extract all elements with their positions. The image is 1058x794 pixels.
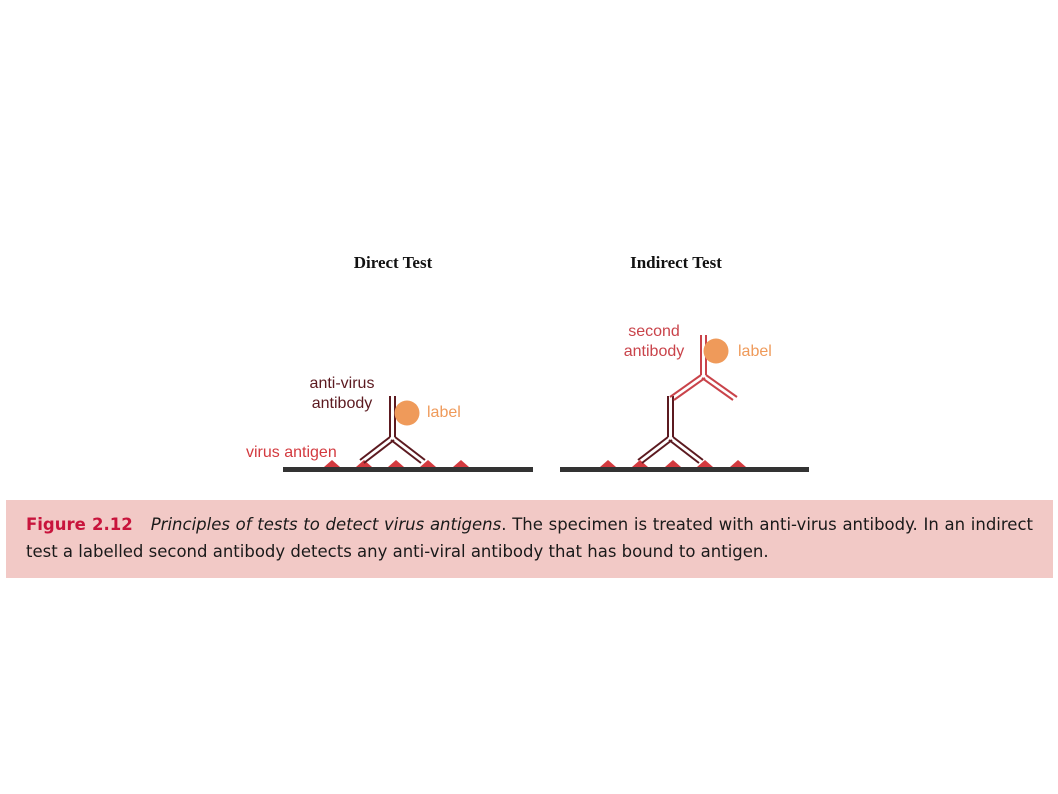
second-antibody-label-line2: antibody — [624, 343, 685, 360]
direct-test-title: Direct Test — [354, 253, 433, 272]
anti-virus-antibody-label-line2: antibody — [312, 395, 373, 412]
antigen — [453, 460, 469, 467]
direct-label-text: label — [427, 404, 461, 421]
antigen — [730, 460, 746, 467]
antigen — [388, 460, 404, 467]
figure-caption-text: . The specimen is treated with anti-viru… — [26, 515, 1033, 561]
antigen — [420, 460, 436, 467]
figure-number: Figure 2.12 — [26, 515, 133, 534]
indirect-label-text: label — [738, 343, 772, 360]
antigen — [356, 460, 372, 467]
antigen — [665, 460, 681, 467]
second-antibody-label-line1: second — [628, 323, 680, 340]
direct-test-panel: anti-virus antibody label virus antigen — [246, 375, 533, 472]
antigen — [697, 460, 713, 467]
anti-virus-antibody-label-line1: anti-virus — [310, 375, 375, 392]
primary-antibody — [637, 396, 704, 464]
indirect-surface — [560, 467, 809, 472]
anti-virus-antibody — [359, 396, 426, 464]
figure-title: Principles of tests to detect virus anti… — [150, 515, 502, 534]
direct-surface — [283, 467, 533, 472]
indirect-test-panel: second antibody label — [560, 323, 809, 472]
indirect-test-title: Indirect Test — [630, 253, 722, 272]
indirect-label-dot — [703, 338, 729, 364]
virus-antigen-label: virus antigen — [246, 444, 337, 461]
diagram: Direct Test Indirect Test anti-virus ant… — [246, 253, 809, 472]
antigen — [600, 460, 616, 467]
direct-label-dot — [394, 400, 420, 426]
figure-caption: Figure 2.12 Principles of tests to detect… — [6, 500, 1053, 578]
antigen — [632, 460, 648, 467]
indirect-antigens — [600, 460, 746, 467]
second-antibody — [669, 335, 738, 401]
antigen — [324, 460, 340, 467]
direct-antigens — [324, 460, 469, 467]
